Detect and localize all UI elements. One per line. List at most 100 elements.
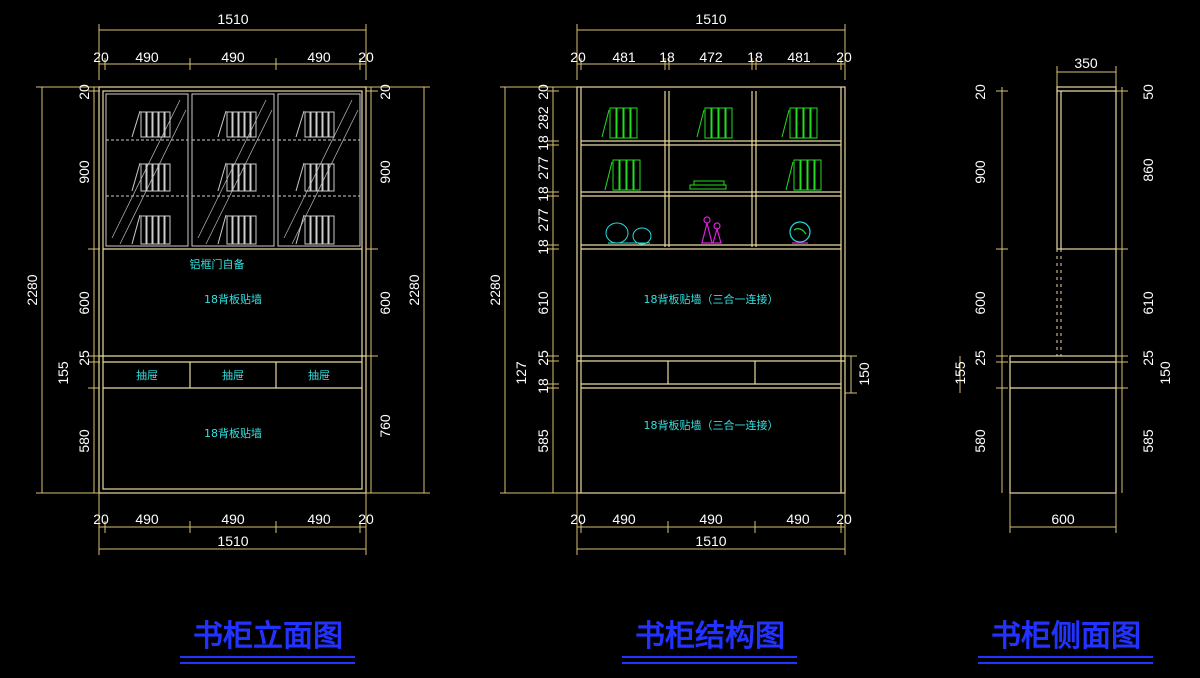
elevation-right-dim: 600 [377,291,393,315]
structure-left-dim: 610 [535,291,551,315]
elevation-back-lower-label: 18背板贴墙 [204,426,262,440]
elevation-right-dim: 760 [377,414,393,438]
elevation-door-label: 铝框门自备 [190,257,245,271]
structure-top-dim: 481 [612,49,636,65]
elevation-drawer-label: 抽屉 [222,368,244,382]
structure-right-dims [845,355,857,394]
structure-title-underline [622,656,797,664]
elevation-binders [131,110,335,245]
elevation-bottom-dims [98,493,367,555]
elevation-left-dim: 580 [76,429,92,453]
structure-bottom-dim: 490 [612,511,636,527]
elevation-top-dims [98,24,367,80]
structure-top-dim: 18 [747,49,763,65]
side-left-dims [959,87,1008,493]
elevation-title: 书柜立面图 [193,619,343,654]
side-title: 书柜侧面图 [991,619,1141,654]
structure-bottom-dim: 490 [786,511,810,527]
side-left-dim: 20 [972,84,988,100]
side-left-dim: 25 [972,350,988,366]
elevation-top-dim: 490 [307,49,331,65]
structure-top-total: 1510 [695,11,726,27]
side-right-dim: 150 [1157,361,1173,385]
elevation-bottom-dim: 490 [307,511,331,527]
structure-title: 书柜结构图 [635,619,785,654]
structure-left-dim: 18 [535,378,551,394]
elevation-left-dims [36,86,100,494]
elevation-glass-reflections [111,99,359,245]
side-view: 350 20 900 600 25 155 580 [952,55,1173,664]
side-right-dim: 50 [1140,84,1156,100]
structure-back-upper-label: 18背板贴墙（三合一连接） [644,292,779,306]
structure-left-dim: 585 [535,429,551,453]
elevation-top-dim: 490 [135,49,159,65]
elevation-left-total: 2280 [24,274,40,305]
elevation-cabinet-outline [98,86,367,494]
side-right-dim: 25 [1140,350,1156,366]
elevation-back-upper-label: 18背板贴墙 [204,292,262,306]
structure-left-dim: 20 [535,84,551,100]
elevation-bottom-dim: 20 [93,511,109,527]
side-left-dim: 900 [972,160,988,184]
structure-cabinet-outline [576,86,846,494]
structure-left-dim: 277 [535,156,551,180]
elevation-drawer-label: 抽屉 [136,368,158,382]
elevation-left-dim: 20 [76,84,92,100]
elevation-bottom-dim: 20 [358,511,374,527]
side-top-dims [1056,66,1117,87]
structure-decor-figurine [701,216,722,244]
side-left-dim: 600 [972,291,988,315]
structure-left-dim: 277 [535,208,551,232]
structure-bottom-dim: 20 [570,511,586,527]
elevation-title-underline [180,656,355,664]
elevation-right-total: 2280 [406,274,422,305]
structure-left-dim: 18 [535,186,551,202]
side-right-dims [1116,87,1128,493]
structure-view: 1510 20 481 18 472 18 481 20 [487,11,872,664]
structure-books [601,107,822,191]
elevation-bottom-dim: 490 [135,511,159,527]
structure-bottom-dim: 20 [836,511,852,527]
structure-bottom-dim: 490 [699,511,723,527]
side-bottom-total: 600 [1051,511,1075,527]
structure-left-dim: 18 [535,239,551,255]
side-right-dim: 610 [1140,291,1156,315]
structure-top-dim: 18 [659,49,675,65]
side-cabinet-outline [1009,86,1117,494]
elevation-left-dim: 600 [76,291,92,315]
structure-left-dim: 127 [513,361,529,385]
structure-left-dim: 282 [535,106,551,130]
elevation-left-dim: 25 [76,350,92,366]
elevation-top-total: 1510 [217,11,248,27]
side-hidden-lines [1056,249,1062,356]
structure-back-lower-label: 18背板贴墙（三合一连接） [644,418,779,432]
elevation-top-dim: 20 [93,49,109,65]
side-right-dim: 860 [1140,158,1156,182]
elevation-right-dims [366,86,430,494]
structure-left-total: 2280 [487,274,503,305]
elevation-glass-doors [105,93,361,247]
structure-decor-vase [605,222,652,245]
elevation-view: 1510 20 490 490 490 20 [24,11,430,664]
side-title-underline [978,656,1153,664]
side-bottom-dims [1009,493,1117,533]
side-left-dim: 580 [972,429,988,453]
structure-bottom-total: 1510 [695,533,726,549]
elevation-drawer-label: 抽屉 [308,368,330,382]
structure-top-dim: 20 [570,49,586,65]
elevation-bottom-dim: 490 [221,511,245,527]
elevation-right-dim: 20 [377,84,393,100]
structure-right-dim: 150 [856,362,872,386]
side-right-dim: 585 [1140,429,1156,453]
structure-left-dim: 25 [535,350,551,366]
side-top-total: 350 [1074,55,1098,71]
elevation-left-dim: 155 [55,361,71,385]
structure-top-dim: 481 [787,49,811,65]
elevation-bottom-total: 1510 [217,533,248,549]
elevation-top-dim: 20 [358,49,374,65]
structure-top-dim: 20 [836,49,852,65]
structure-top-dims [576,24,846,80]
elevation-right-dim: 900 [377,160,393,184]
elevation-left-dim: 900 [76,160,92,184]
